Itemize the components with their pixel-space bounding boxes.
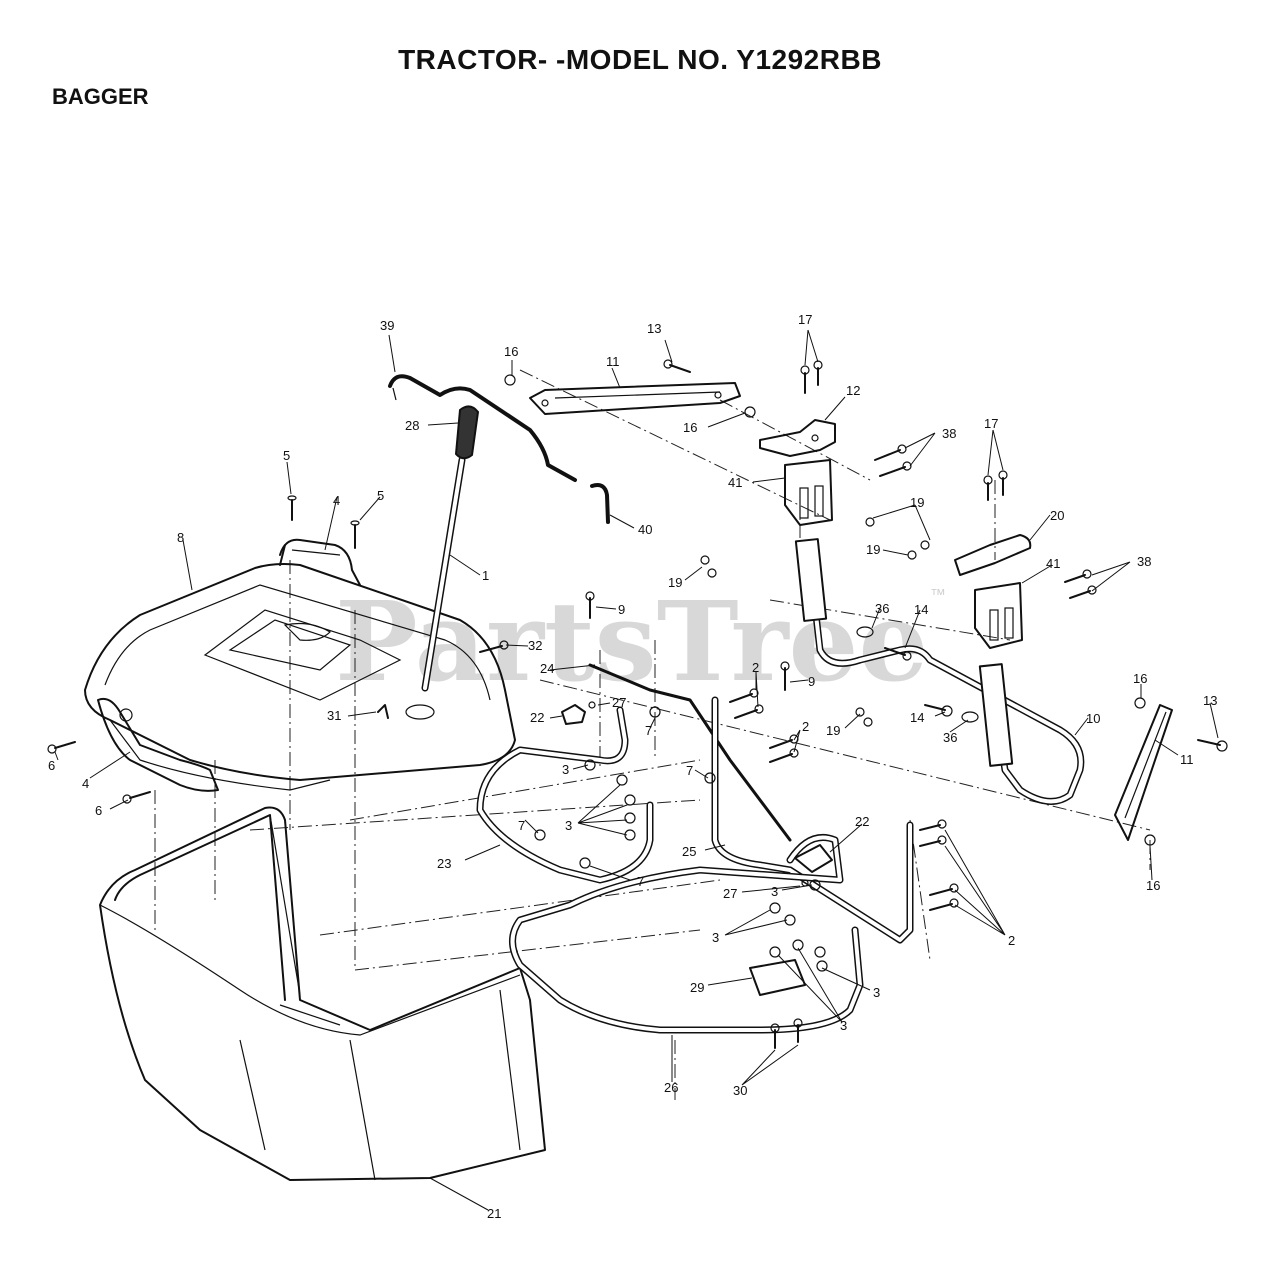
callout-31: 31 (327, 708, 341, 723)
callout-5: 5 (377, 488, 384, 503)
callout-27: 27 (612, 695, 626, 710)
watermark-trademark: ™ (930, 587, 946, 604)
bag-top-cover (84, 563, 516, 791)
callout-7: 7 (637, 874, 644, 889)
callout-11: 11 (1180, 752, 1194, 767)
callout-4: 4 (82, 776, 89, 791)
clamp-bracket-lower (794, 844, 833, 873)
callout-17: 17 (984, 416, 998, 431)
callout-16: 16 (504, 344, 518, 359)
bag-handle-lower (97, 697, 219, 792)
bagger-frame (794, 538, 1085, 805)
callout-10: 10 (1086, 711, 1100, 726)
callout-7: 7 (645, 723, 652, 738)
bag-handle-upper (279, 538, 361, 586)
frame-tube-bottom (509, 834, 864, 1034)
callout-38: 38 (1137, 554, 1151, 569)
callout-6: 6 (95, 803, 102, 818)
mount-bracket-right (1114, 704, 1173, 841)
callout-32: 32 (528, 638, 542, 653)
callout-7: 7 (518, 818, 525, 833)
callout-41: 41 (1046, 556, 1060, 571)
callout-6: 6 (48, 758, 55, 773)
callout-16: 16 (1146, 878, 1160, 893)
callout-24: 24 (540, 661, 554, 676)
callout-3: 3 (712, 930, 719, 945)
rod-grip (455, 405, 479, 460)
callout-19: 19 (826, 723, 840, 738)
callout-12: 12 (846, 383, 860, 398)
callout-28: 28 (405, 418, 419, 433)
callout-8: 8 (177, 530, 184, 545)
callout-13: 13 (647, 321, 661, 336)
frame-tube-left (476, 706, 654, 884)
callout-20: 20 (1050, 508, 1064, 523)
callout-22: 22 (530, 710, 544, 725)
callout-1: 1 (482, 568, 489, 583)
alignment-lines (154, 369, 1151, 1100)
section-label: BAGGER (52, 84, 149, 109)
callout-17: 17 (798, 312, 812, 327)
callout-7: 7 (686, 763, 693, 778)
support-bracket-lower (974, 582, 1023, 649)
callout-3: 3 (565, 818, 572, 833)
hitch-bracket (954, 534, 1032, 576)
callout-9: 9 (808, 674, 815, 689)
callout-2: 2 (1008, 933, 1015, 948)
callout-19: 19 (910, 495, 924, 510)
clamp-bracket-upper (561, 704, 586, 725)
callout-40: 40 (638, 522, 652, 537)
callout-16: 16 (683, 420, 697, 435)
latch-rod (590, 483, 610, 524)
callout-11: 11 (606, 354, 620, 369)
callout-39: 39 (380, 318, 394, 333)
callout-3: 3 (771, 884, 778, 899)
callout-22: 22 (855, 814, 869, 829)
callout-9: 9 (618, 602, 625, 617)
callout-2: 2 (752, 660, 759, 675)
callout-14: 14 (914, 602, 928, 617)
lift-rod (421, 456, 466, 692)
cover-plate (749, 959, 806, 996)
rod-frame-upper (588, 663, 792, 842)
callout-16: 16 (1133, 671, 1147, 686)
callout-29: 29 (690, 980, 704, 995)
support-bracket-upper (784, 459, 833, 526)
bag-bucket (99, 806, 546, 1181)
hitch-plate (759, 419, 836, 457)
hardware (47, 359, 1228, 1049)
callout-4: 4 (333, 493, 340, 508)
diagram-title: TRACTOR- -MODEL NO. Y1292RBB (398, 44, 882, 75)
callout-3: 3 (873, 985, 880, 1000)
callout-25: 25 (682, 844, 696, 859)
leader-lines (54, 329, 1219, 1211)
callout-3: 3 (562, 762, 569, 777)
callout-13: 13 (1203, 693, 1217, 708)
callout-26: 26 (664, 1080, 678, 1095)
callout-30: 30 (733, 1083, 747, 1098)
callout-36: 36 (875, 601, 889, 616)
callout-labels: 39 16 13 11 17 12 38 17 28 16 41 19 19 2… (48, 312, 1217, 1221)
callout-3: 3 (840, 1018, 847, 1033)
callout-19: 19 (668, 575, 682, 590)
callout-27: 27 (723, 886, 737, 901)
callout-36: 36 (943, 730, 957, 745)
callout-38: 38 (942, 426, 956, 441)
callout-21: 21 (487, 1206, 501, 1221)
callout-14: 14 (910, 710, 924, 725)
callout-2: 2 (802, 719, 809, 734)
callout-23: 23 (437, 856, 451, 871)
mount-bracket-upper (529, 382, 741, 415)
callout-5: 5 (283, 448, 290, 463)
callout-19: 19 (866, 542, 880, 557)
frame-tube-center (711, 696, 914, 944)
callout-41: 41 (728, 475, 742, 490)
latch-cable (388, 374, 577, 482)
